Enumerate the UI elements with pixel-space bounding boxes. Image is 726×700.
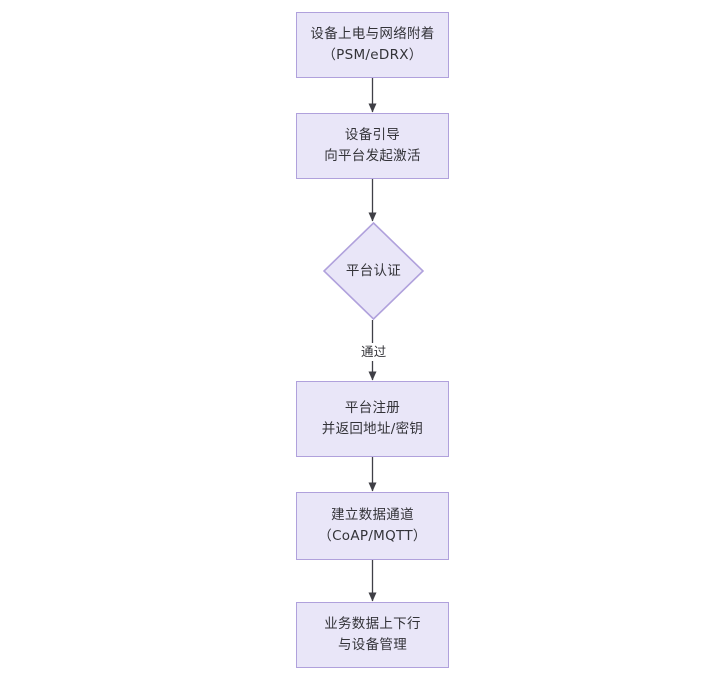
node-business-data-line-1: 业务数据上下行: [324, 616, 421, 633]
node-platform-register-line-2: 并返回地址/密钥: [321, 421, 424, 437]
node-data-channel-line-2: （CoAP/MQTT）: [318, 528, 427, 544]
node-data-channel[interactable]: 建立数据通道 （CoAP/MQTT）: [296, 492, 449, 560]
node-power-on[interactable]: 设备上电与网络附着 （PSM/eDRX）: [296, 12, 449, 78]
node-platform-auth[interactable]: 平台认证: [323, 222, 424, 320]
node-business-data[interactable]: 业务数据上下行 与设备管理: [296, 602, 449, 668]
node-platform-auth-label: 平台认证: [345, 262, 402, 279]
node-bootstrap-line-1: 设备引导: [344, 127, 401, 144]
node-power-on-line-1: 设备上电与网络附着: [310, 26, 435, 43]
node-data-channel-line-1: 建立数据通道: [331, 507, 414, 524]
node-business-data-line-2: 与设备管理: [338, 637, 407, 653]
diamond-shape-icon: [323, 222, 424, 320]
node-bootstrap[interactable]: 设备引导 向平台发起激活: [296, 113, 449, 179]
node-bootstrap-line-2: 向平台发起激活: [324, 148, 421, 164]
node-platform-register-line-1: 平台注册: [344, 400, 401, 417]
node-power-on-line-2: （PSM/eDRX）: [322, 47, 423, 63]
node-platform-register[interactable]: 平台注册 并返回地址/密钥: [296, 381, 449, 457]
edge-label-pass: 通过: [358, 343, 390, 362]
